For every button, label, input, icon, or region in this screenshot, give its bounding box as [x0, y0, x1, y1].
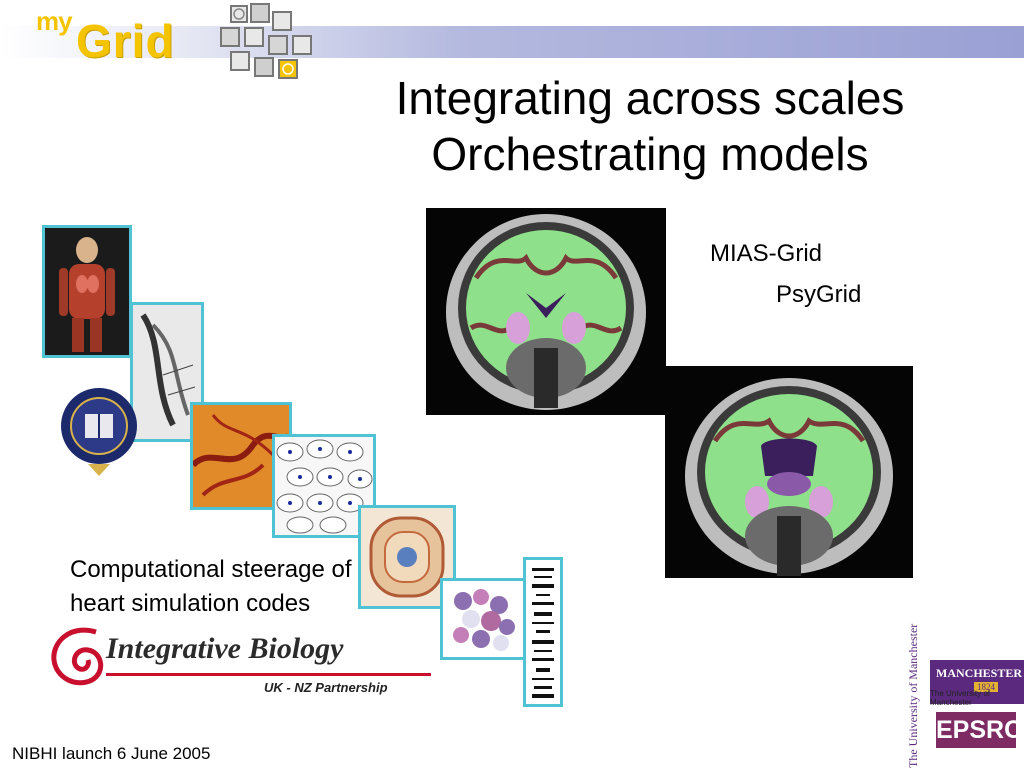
- slide-title: Integrating across scales Orchestrating …: [340, 70, 960, 182]
- cell-organelle-image: [358, 505, 456, 609]
- psygrid-label: PsyGrid: [776, 281, 862, 308]
- manchester-full-name: The University of Manchester: [930, 689, 991, 707]
- epsrc-logo: EPSRC: [936, 712, 1022, 748]
- cube-cluster-icon: [220, 3, 312, 79]
- body-scan-image: [42, 225, 132, 358]
- footer-text: NIBHI launch 6 June 2005: [12, 744, 211, 763]
- integrative-biology-logo: Integrative Biology UK - NZ Partnership: [48, 618, 438, 703]
- mri-scan-image-2: [665, 366, 913, 578]
- cell-grid-image: [272, 434, 376, 538]
- spiral-icon: [51, 627, 104, 686]
- mygrid-logo: my Grid: [36, 3, 336, 86]
- manchester-logo: MANCHESTER 1824: [930, 660, 1024, 704]
- mias-grid-label: MIAS-Grid: [710, 240, 823, 267]
- ib-logo-name: Integrative Biology: [106, 632, 344, 665]
- title-line-2: Orchestrating models: [431, 128, 869, 180]
- manchester-vertical-text: The University of Manchester: [906, 623, 920, 768]
- caption-line-2: heart simulation codes: [70, 590, 311, 617]
- mri-scan-image-1: [426, 208, 666, 415]
- header-band: [0, 26, 1024, 58]
- logo-name: Grid: [76, 15, 175, 67]
- caption-text: Computational steerage of heart simulati…: [70, 553, 430, 621]
- manchester-year: 1824: [974, 682, 998, 692]
- manchester-vertical-label: The University of Manchester: [904, 624, 934, 768]
- oxford-crest: [58, 384, 140, 478]
- caption-line-1: Computational steerage of: [70, 556, 352, 583]
- dna-sequence-image: [523, 557, 563, 707]
- title-line-1: Integrating across scales: [395, 72, 905, 124]
- protein-structure-image: [440, 578, 526, 660]
- manchester-name: MANCHESTER: [936, 666, 1023, 680]
- ib-logo-subtitle: UK - NZ Partnership: [264, 680, 388, 695]
- logo-prefix: my: [36, 6, 73, 36]
- ib-logo-rule: [106, 673, 431, 676]
